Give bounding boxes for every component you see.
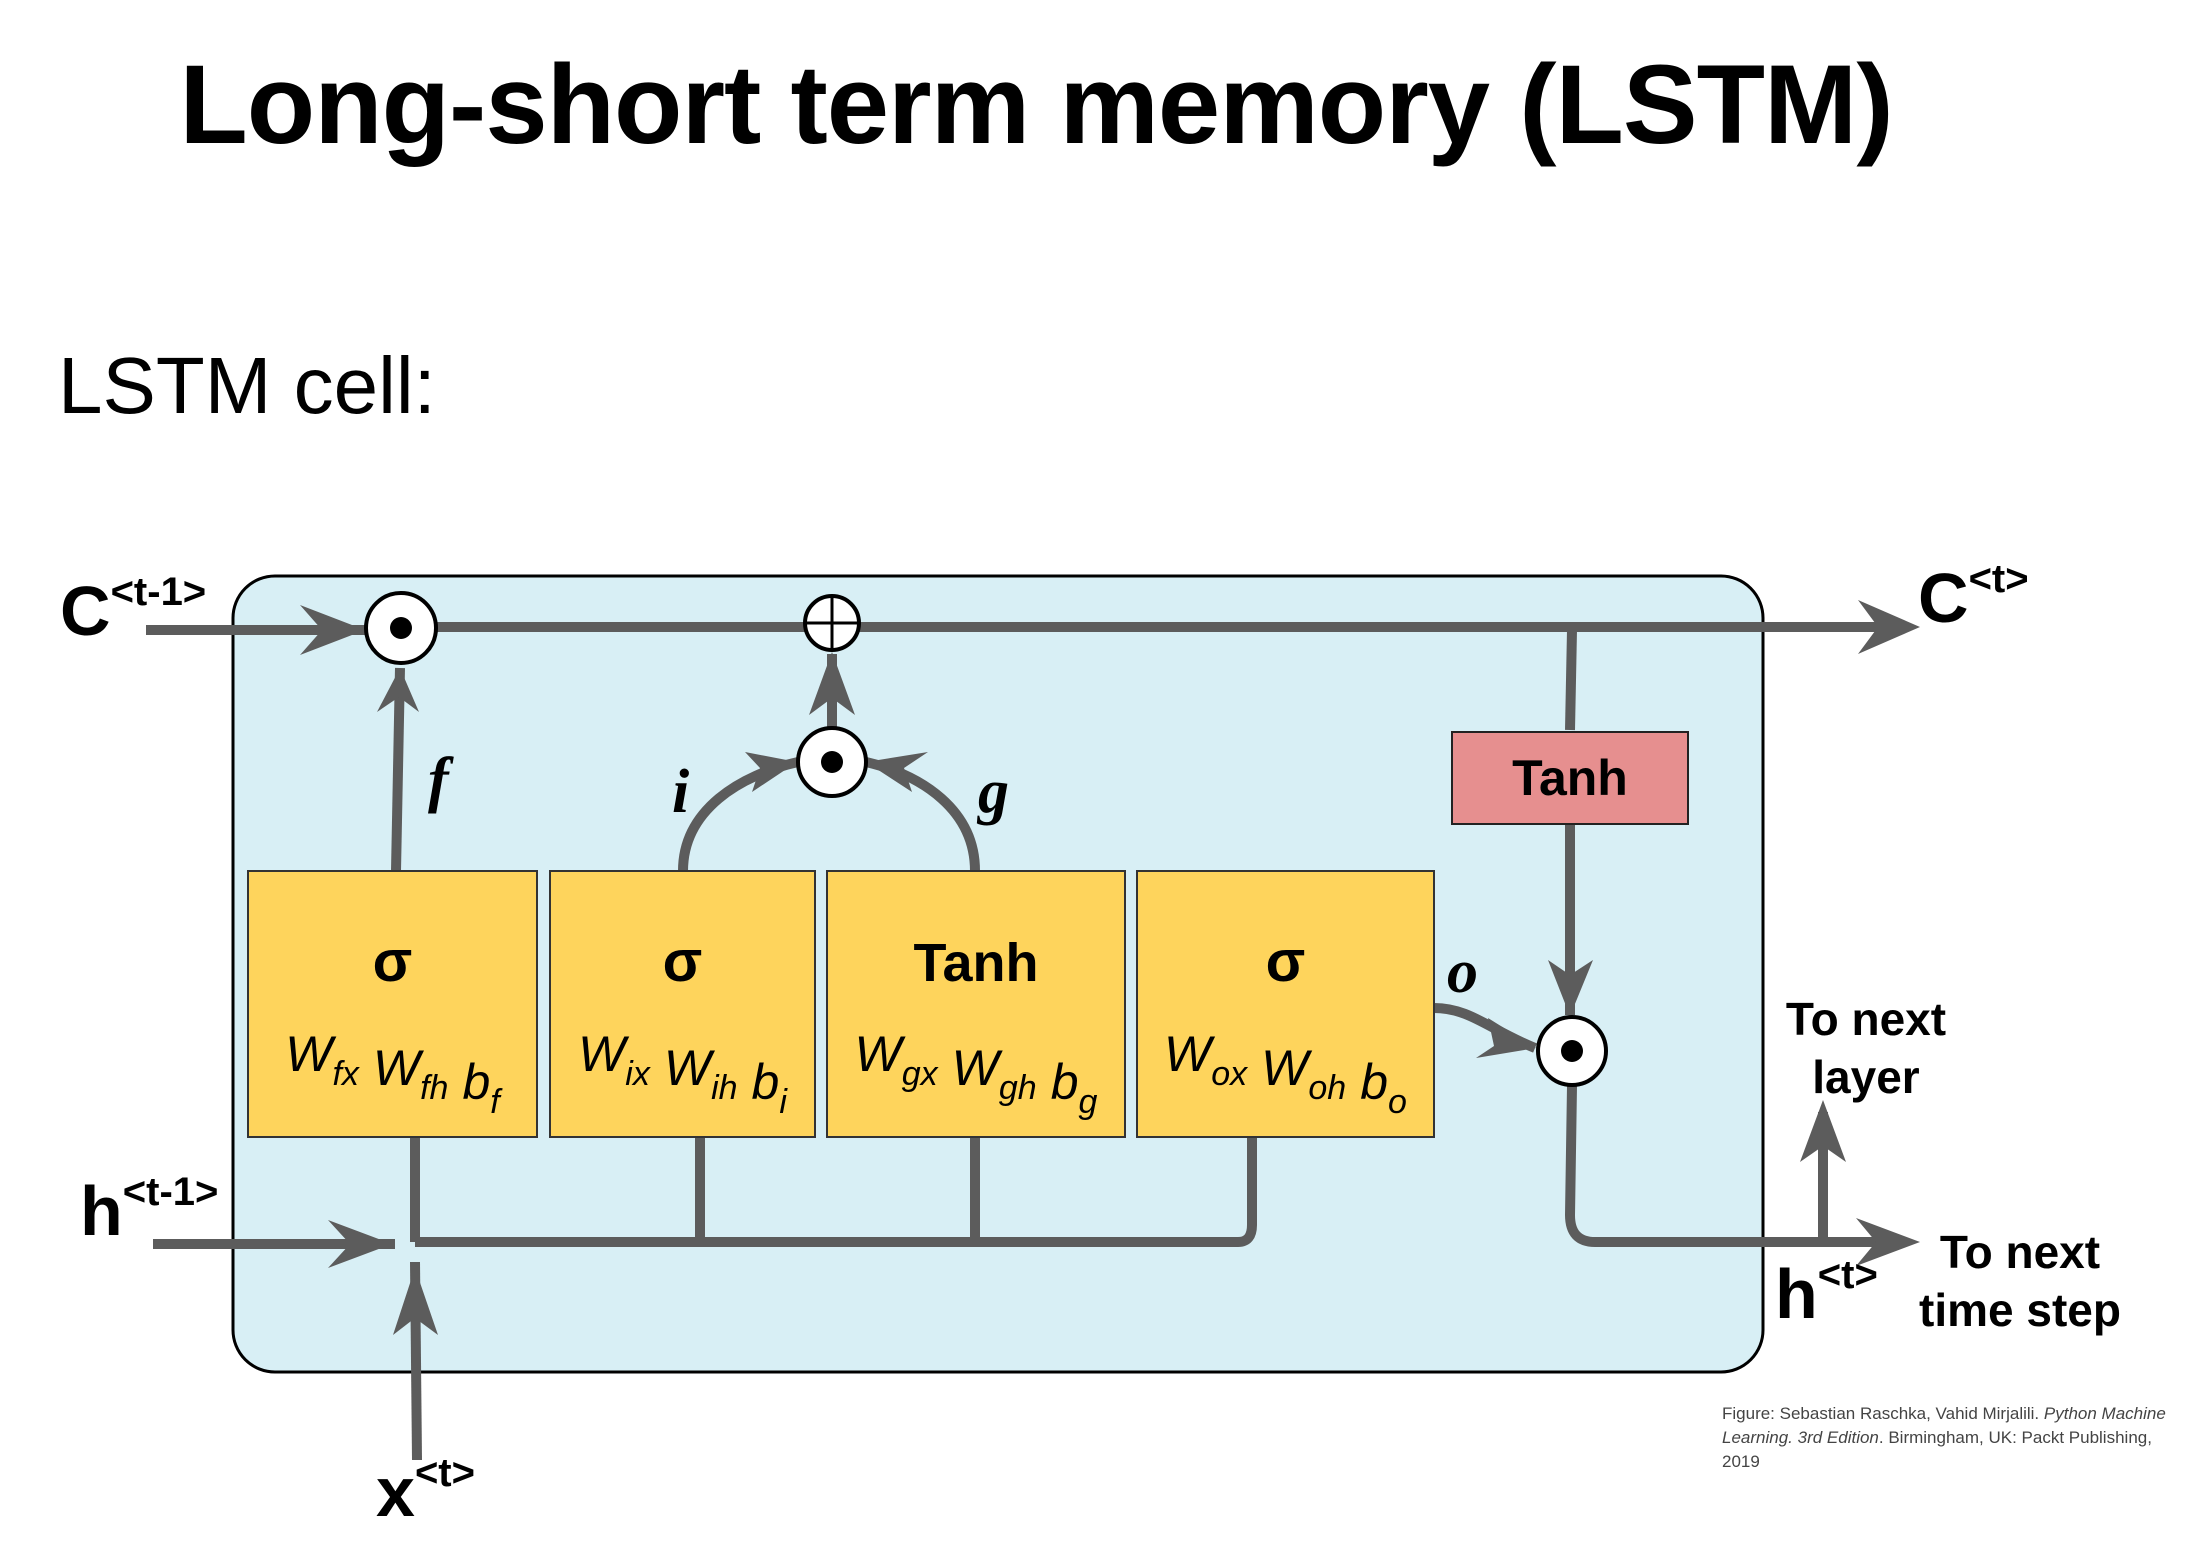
caption-publisher: . Birmingham, UK: Packt Publishing, 2019	[1722, 1428, 2152, 1471]
forget-multiply-node	[364, 591, 438, 665]
output-multiply-node	[1536, 1015, 1608, 1087]
output-activation-label: σ	[1266, 929, 1306, 994]
forget-activation-label: σ	[373, 929, 413, 994]
dot-icon	[390, 617, 412, 639]
h-prev-label: h<t-1>	[80, 1170, 218, 1250]
arrowhead-next-layer	[1800, 1100, 1846, 1162]
arrowhead-i	[745, 752, 797, 792]
input-activation-label: σ	[663, 929, 703, 994]
h-t-label: h<t>	[1775, 1253, 1878, 1333]
caption-book-title: Python Machine Learning. 3rd Edition	[1722, 1404, 2166, 1447]
dot-icon	[1561, 1040, 1583, 1062]
add-node	[803, 594, 861, 652]
input-multiply-node	[796, 726, 868, 798]
arrowhead-g	[866, 752, 928, 792]
candidate-activation-label: Tanh	[914, 933, 1039, 993]
arrowhead-x	[393, 1268, 438, 1335]
arrowhead-tanh-mult	[1548, 960, 1593, 1016]
c-t-label: C<t>	[1918, 557, 2029, 637]
bus-to-output-gate	[1237, 1137, 1257, 1247]
arrowhead-f	[377, 668, 419, 712]
section-subtitle: LSTM cell:	[58, 341, 436, 430]
page-title: Long-short term memory (LSTM)	[179, 42, 1893, 167]
arrowhead-h-out	[1856, 1218, 1920, 1266]
g-label: g	[976, 758, 1009, 826]
i-label: i	[672, 758, 689, 826]
o-label: o	[1447, 938, 1478, 1006]
cell-tanh-box	[1451, 731, 1689, 825]
c-to-tanh-line	[1565, 629, 1577, 731]
arrowhead-c-prev	[300, 605, 365, 655]
dot-icon	[821, 751, 843, 773]
arrowhead-h-prev	[328, 1220, 392, 1268]
c-prev-label: C<t-1>	[60, 570, 206, 650]
arrowhead-ig	[809, 652, 855, 715]
caption-authors: Figure: Sebastian Raschka, Vahid Mirjali…	[1722, 1404, 2044, 1423]
arrowhead-o	[1476, 1018, 1536, 1058]
arrowhead-c-out	[1858, 600, 1920, 654]
cell-tanh-label: Tanh	[1512, 750, 1628, 806]
h-out-line	[1564, 1085, 1890, 1247]
f-arrow	[391, 667, 405, 872]
figure-caption: Figure: Sebastian Raschka, Vahid Mirjali…	[1722, 1402, 2192, 1474]
x-t-label: x<t>	[376, 1451, 475, 1531]
